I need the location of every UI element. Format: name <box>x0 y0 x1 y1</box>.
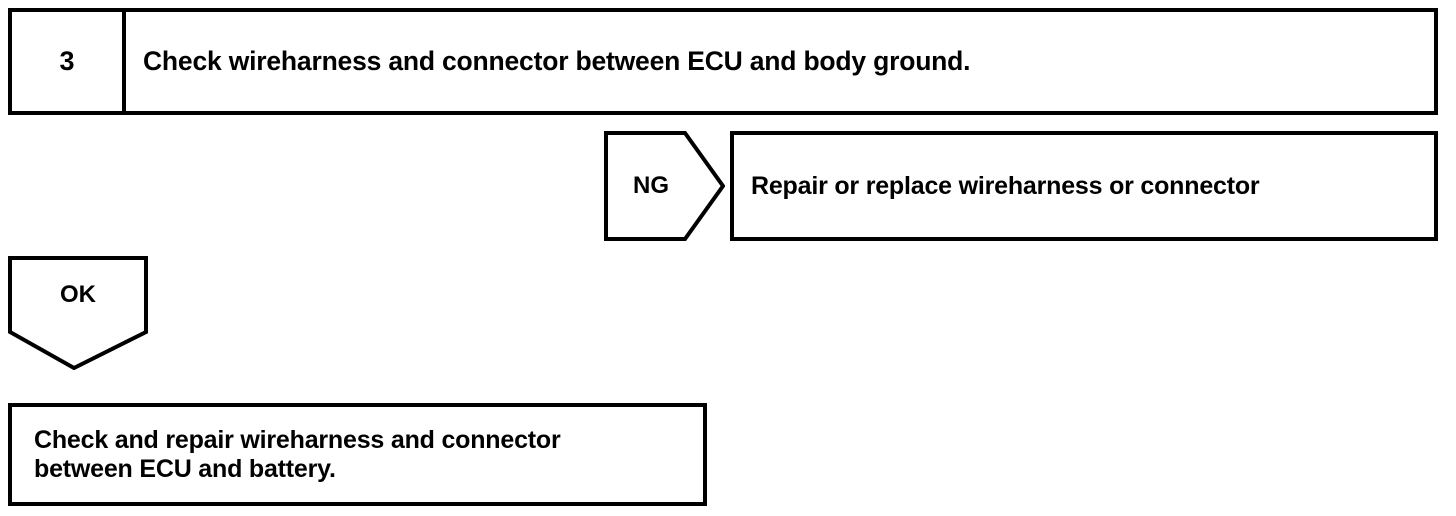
branch-label-ok: OK <box>60 281 96 308</box>
step-instruction-text: Check wireharness and connector between … <box>143 46 971 76</box>
step-instruction-cell: Check wireharness and connector between … <box>126 12 1434 111</box>
branch-pennant-ok: OK <box>8 256 148 370</box>
result-box-ok: Check and repair wireharness and connect… <box>8 403 707 506</box>
branch-pennant-ng: NG <box>604 131 725 241</box>
result-text-ok-line-2: between ECU and battery. <box>34 454 336 483</box>
result-text-ng: Repair or replace wireharness or connect… <box>751 171 1260 200</box>
step-number-cell: 3 <box>12 12 126 111</box>
result-box-ng: Repair or replace wireharness or connect… <box>730 131 1438 241</box>
branch-label-ng: NG <box>633 172 669 199</box>
result-text-ok-line-1: Check and repair wireharness and connect… <box>34 425 561 454</box>
step-row: 3 Check wireharness and connector betwee… <box>8 8 1438 115</box>
pennant-right-icon <box>604 131 725 241</box>
pennant-down-icon <box>8 256 148 370</box>
step-number: 3 <box>59 46 75 76</box>
